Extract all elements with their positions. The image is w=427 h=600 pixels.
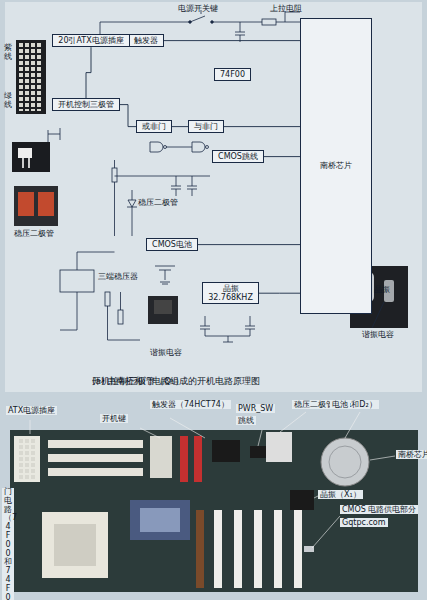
flipflop-box: 触发器 — [128, 34, 164, 47]
transistor-photo — [12, 142, 50, 172]
battery-box: CMOS电池 — [146, 238, 198, 251]
wire-label: 绿线 — [4, 92, 12, 110]
caption: (a) 由南桥和门电路组成的开机电路原理图 — [92, 376, 260, 386]
atx-connector-photo — [16, 40, 46, 114]
wire — [172, 126, 188, 127]
transistor-box: 开机控制三极管 — [52, 98, 120, 111]
chip-box: 南桥芯片 — [300, 18, 372, 314]
zener-diode-photo — [14, 186, 58, 226]
callout-label: 触发器（74HCT74） — [150, 400, 231, 409]
part-label: 电源开关键 — [178, 4, 218, 13]
wire — [259, 293, 300, 294]
part-label: 上拉电阻 — [270, 4, 302, 13]
regulator-photo — [148, 296, 178, 324]
node-text: 或非门 — [140, 122, 168, 131]
wire — [264, 156, 300, 157]
callout-label: 电池 — [330, 400, 350, 409]
callout-label: 晶振（X₁） — [318, 490, 363, 499]
callout-label: ATX电源插座 — [6, 406, 57, 415]
callout-label: 跳线 — [236, 416, 256, 425]
nand-gate-box: 与非门 — [188, 120, 224, 133]
callout-label: 开机键 — [100, 414, 128, 423]
wire — [120, 105, 136, 127]
wire — [198, 244, 300, 245]
callout-label: 门电路（74F00和74F02） — [2, 488, 14, 600]
node-text: 74F00 — [218, 70, 247, 79]
callout-label: Gqtpc.com — [340, 518, 388, 527]
callout-label: 南桥芯片（VT82C686B） — [396, 450, 427, 459]
node-text: CMOS电池 — [150, 240, 194, 249]
crystal-box: 晶振32.768KHZ — [202, 282, 259, 304]
node-text: 开机控制三极管 — [56, 100, 116, 109]
node-text: 32.768KHZ — [206, 293, 255, 302]
part-label: 三端稳压器 — [98, 272, 138, 281]
node-text: 与非门 — [192, 122, 220, 131]
schematic-sheet — [5, 2, 422, 392]
part-label: 晶振 — [374, 285, 390, 294]
node-text: 晶振 — [206, 284, 255, 293]
node-text: 触发器 — [132, 36, 160, 45]
wire — [224, 126, 300, 127]
wire — [86, 47, 91, 98]
callout-label: PWR_SW — [236, 404, 275, 413]
node-text: 南桥芯片 — [320, 161, 352, 170]
node-text: CMOS跳线 — [216, 152, 260, 161]
part-label: 谐振电容 — [150, 348, 182, 357]
part-label: 稳压二极管 — [14, 229, 54, 238]
motherboard-photo — [10, 430, 418, 592]
callout-label: CMOS 电路供电部分 — [340, 505, 418, 514]
wire — [164, 40, 300, 41]
jumper-box: CMOS跳线 — [212, 150, 264, 163]
node-text: 20引ATX电源插座 — [56, 36, 126, 45]
schematic-wires — [48, 10, 300, 342]
wire-label: 紫线 — [4, 44, 12, 62]
gate-chip-box: 74F00 — [214, 68, 251, 81]
photo-leader-lines — [30, 412, 395, 548]
part-label: 谐振电容 — [362, 330, 394, 339]
part-label: 稳压二极管 — [138, 198, 178, 207]
nor-gate-box: 或非门 — [136, 120, 172, 133]
connector-box: 20引ATX电源插座 — [52, 34, 130, 47]
